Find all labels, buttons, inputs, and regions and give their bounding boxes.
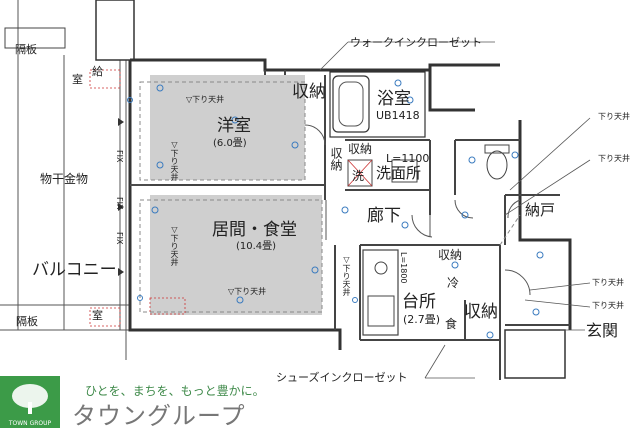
bath-label: 浴室	[377, 89, 411, 109]
logo-box-label: TOWN GROUP	[8, 420, 52, 427]
ceiling-outlines	[139, 81, 521, 313]
kitchen-l-label: L=1800	[399, 252, 408, 284]
tree-icon	[12, 384, 48, 414]
storage-label: 納戸	[525, 201, 556, 219]
washer-pan	[347, 159, 373, 187]
column-top	[95, 0, 135, 61]
ceiling-note-2: ▽下り天井	[170, 140, 179, 181]
duct-box	[4, 27, 66, 49]
room-bottom-label: 室	[92, 309, 103, 322]
living-room-label: 居間・食堂	[212, 220, 297, 240]
bath-frame	[329, 71, 426, 138]
partition-top-label: 隔板	[15, 43, 37, 56]
room-top-a-label: 室	[72, 73, 83, 86]
ceiling-note-right-2: 下り天井	[598, 154, 630, 163]
ceiling-note-3: ▽下り天井	[170, 225, 179, 266]
entrance-box	[504, 329, 566, 379]
living-room-fill	[150, 195, 322, 315]
closet-top-label: 収納	[292, 82, 326, 102]
entrance-label: 玄関	[586, 321, 619, 340]
fridge-label: 冷	[447, 276, 460, 290]
balcony-label: バルコニー	[32, 260, 117, 280]
western-room-label: 洋室	[217, 116, 251, 136]
kitchen-counter	[362, 249, 399, 336]
fix-label-1: FIX	[115, 150, 124, 163]
kitchen-size-label: (2.7畳)	[403, 313, 441, 326]
outer-walls	[128, 58, 572, 350]
logo-name: タウングループ	[72, 402, 246, 430]
ceiling-note-right-1: 下り天井	[598, 112, 630, 121]
closet-kitchen-label: 収納	[438, 248, 463, 262]
washer-label: 洗	[352, 169, 365, 183]
closet-small1-label: 収納	[329, 147, 343, 171]
town-group-logo-icon	[0, 376, 60, 428]
laundry-rail-label: 物干金物	[40, 172, 89, 186]
fix-label-2: FIX	[115, 197, 124, 210]
bath-ub-label: UB1418	[376, 109, 420, 122]
hallway-label: 廊下	[367, 206, 401, 226]
kitchen-label: 台所	[402, 292, 436, 312]
western-room-fill	[150, 75, 305, 180]
shoes-closet-label: シューズインクローゼット	[276, 371, 408, 384]
inner-walls	[130, 70, 570, 380]
closet-small2-label: 収納	[348, 142, 373, 156]
leader-lines	[319, 41, 591, 379]
fix-label-3: FIX	[115, 232, 124, 245]
ceiling-note-right-3: 下り天井	[592, 278, 624, 287]
washroom-l-label: L=1100	[386, 152, 430, 165]
living-size-label: (10.4畳)	[236, 241, 277, 252]
wic-label: ウォークインクローゼット	[350, 36, 482, 49]
doors	[304, 124, 531, 296]
balcony-railing	[0, 0, 130, 360]
western-size-label: (6.0畳)	[213, 138, 247, 149]
closet-entry-label: 収納	[464, 302, 498, 322]
ceiling-note-1: ▽下り天井	[186, 95, 225, 104]
dish-label: 食	[445, 317, 458, 331]
logo-slogan: ひとを、まちを、もっと豊かに。	[85, 384, 265, 398]
ceiling-note-right-4: 下り天井	[592, 301, 624, 310]
toilet	[486, 150, 508, 180]
ceiling-note-4: ▽下り天井	[228, 287, 267, 296]
washroom-label: 洗面所	[376, 164, 422, 182]
wash-basin	[391, 159, 418, 183]
fixture-dots	[127, 79, 544, 339]
ceiling-note-5: ▽下り天井	[342, 255, 351, 296]
partition-bottom-label: 隔板	[16, 315, 38, 328]
room-top-b-label: 給	[92, 65, 103, 78]
bathtub	[332, 75, 370, 133]
vent-markers	[89, 69, 186, 327]
